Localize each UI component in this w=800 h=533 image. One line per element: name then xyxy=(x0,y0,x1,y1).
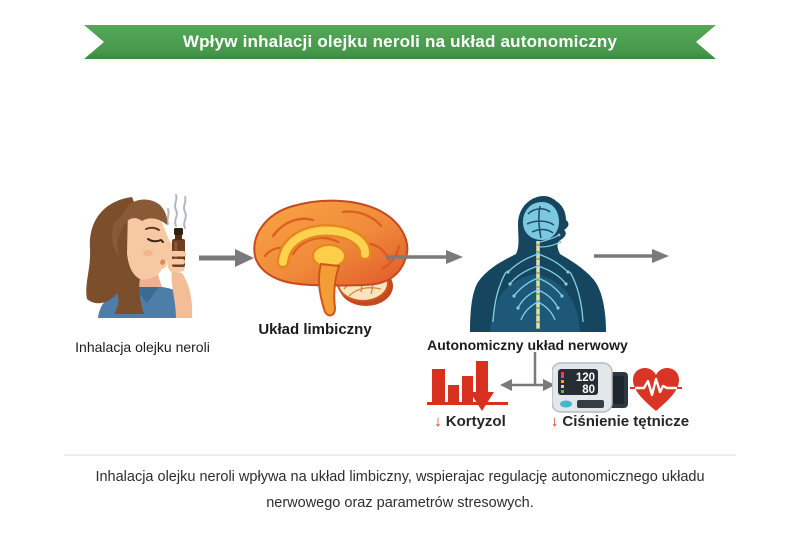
bp-screen xyxy=(558,369,598,395)
nerve-branches xyxy=(492,234,584,323)
nervous-system-body-icon xyxy=(470,196,606,332)
lips xyxy=(160,259,166,265)
cortisol-bars-decrease-icon xyxy=(427,361,508,411)
inhalation-label: Inhalacja olejku neroli xyxy=(75,339,210,355)
arrow-right-icon xyxy=(386,250,463,264)
cortisol-label: ↓Kortyzol xyxy=(434,413,506,430)
vapor-icon xyxy=(166,194,187,229)
caption-line-1: Inhalacja olejku neroli wpływa na układ … xyxy=(95,469,705,485)
corpus-callosum xyxy=(279,226,370,266)
autonomic-label: Autonomiczny układ nerwowy xyxy=(427,337,628,353)
page-title: Wpływ inhalacji olejku neroli na układ a… xyxy=(182,32,618,51)
brainstem xyxy=(317,262,341,317)
systolic-value: 120 xyxy=(576,372,595,384)
ecg-line xyxy=(634,377,678,397)
closed-eye xyxy=(147,238,164,243)
divider-line xyxy=(64,454,736,456)
diastolic-value: 80 xyxy=(582,384,595,396)
arrow-right-icon xyxy=(199,249,254,267)
limbic-label: Układ limbiczny xyxy=(258,321,372,338)
woman-inhaling-icon xyxy=(86,194,193,318)
branch-double-arrow-icon xyxy=(500,352,555,391)
caption-line-2: nerwowego oraz parametrów stresowych. xyxy=(266,495,534,511)
down-arrow-icon: ↓ xyxy=(550,413,559,430)
thalamus xyxy=(312,244,346,268)
down-arrow-icon: ↓ xyxy=(434,413,442,430)
summary-caption: Inhalacja olejku neroli wpływa na układ … xyxy=(80,464,720,516)
blood-pressure-monitor-icon: 120 80 xyxy=(552,362,628,413)
heart-ecg-icon xyxy=(630,368,682,411)
arrow-right-icon xyxy=(594,249,669,263)
limbic-brain-icon xyxy=(253,199,409,317)
blood-pressure-label: ↓Ciśnienie tętnicze xyxy=(550,413,690,430)
title-ribbon: Wpływ inhalacji olejku neroli na układ a… xyxy=(84,25,716,59)
